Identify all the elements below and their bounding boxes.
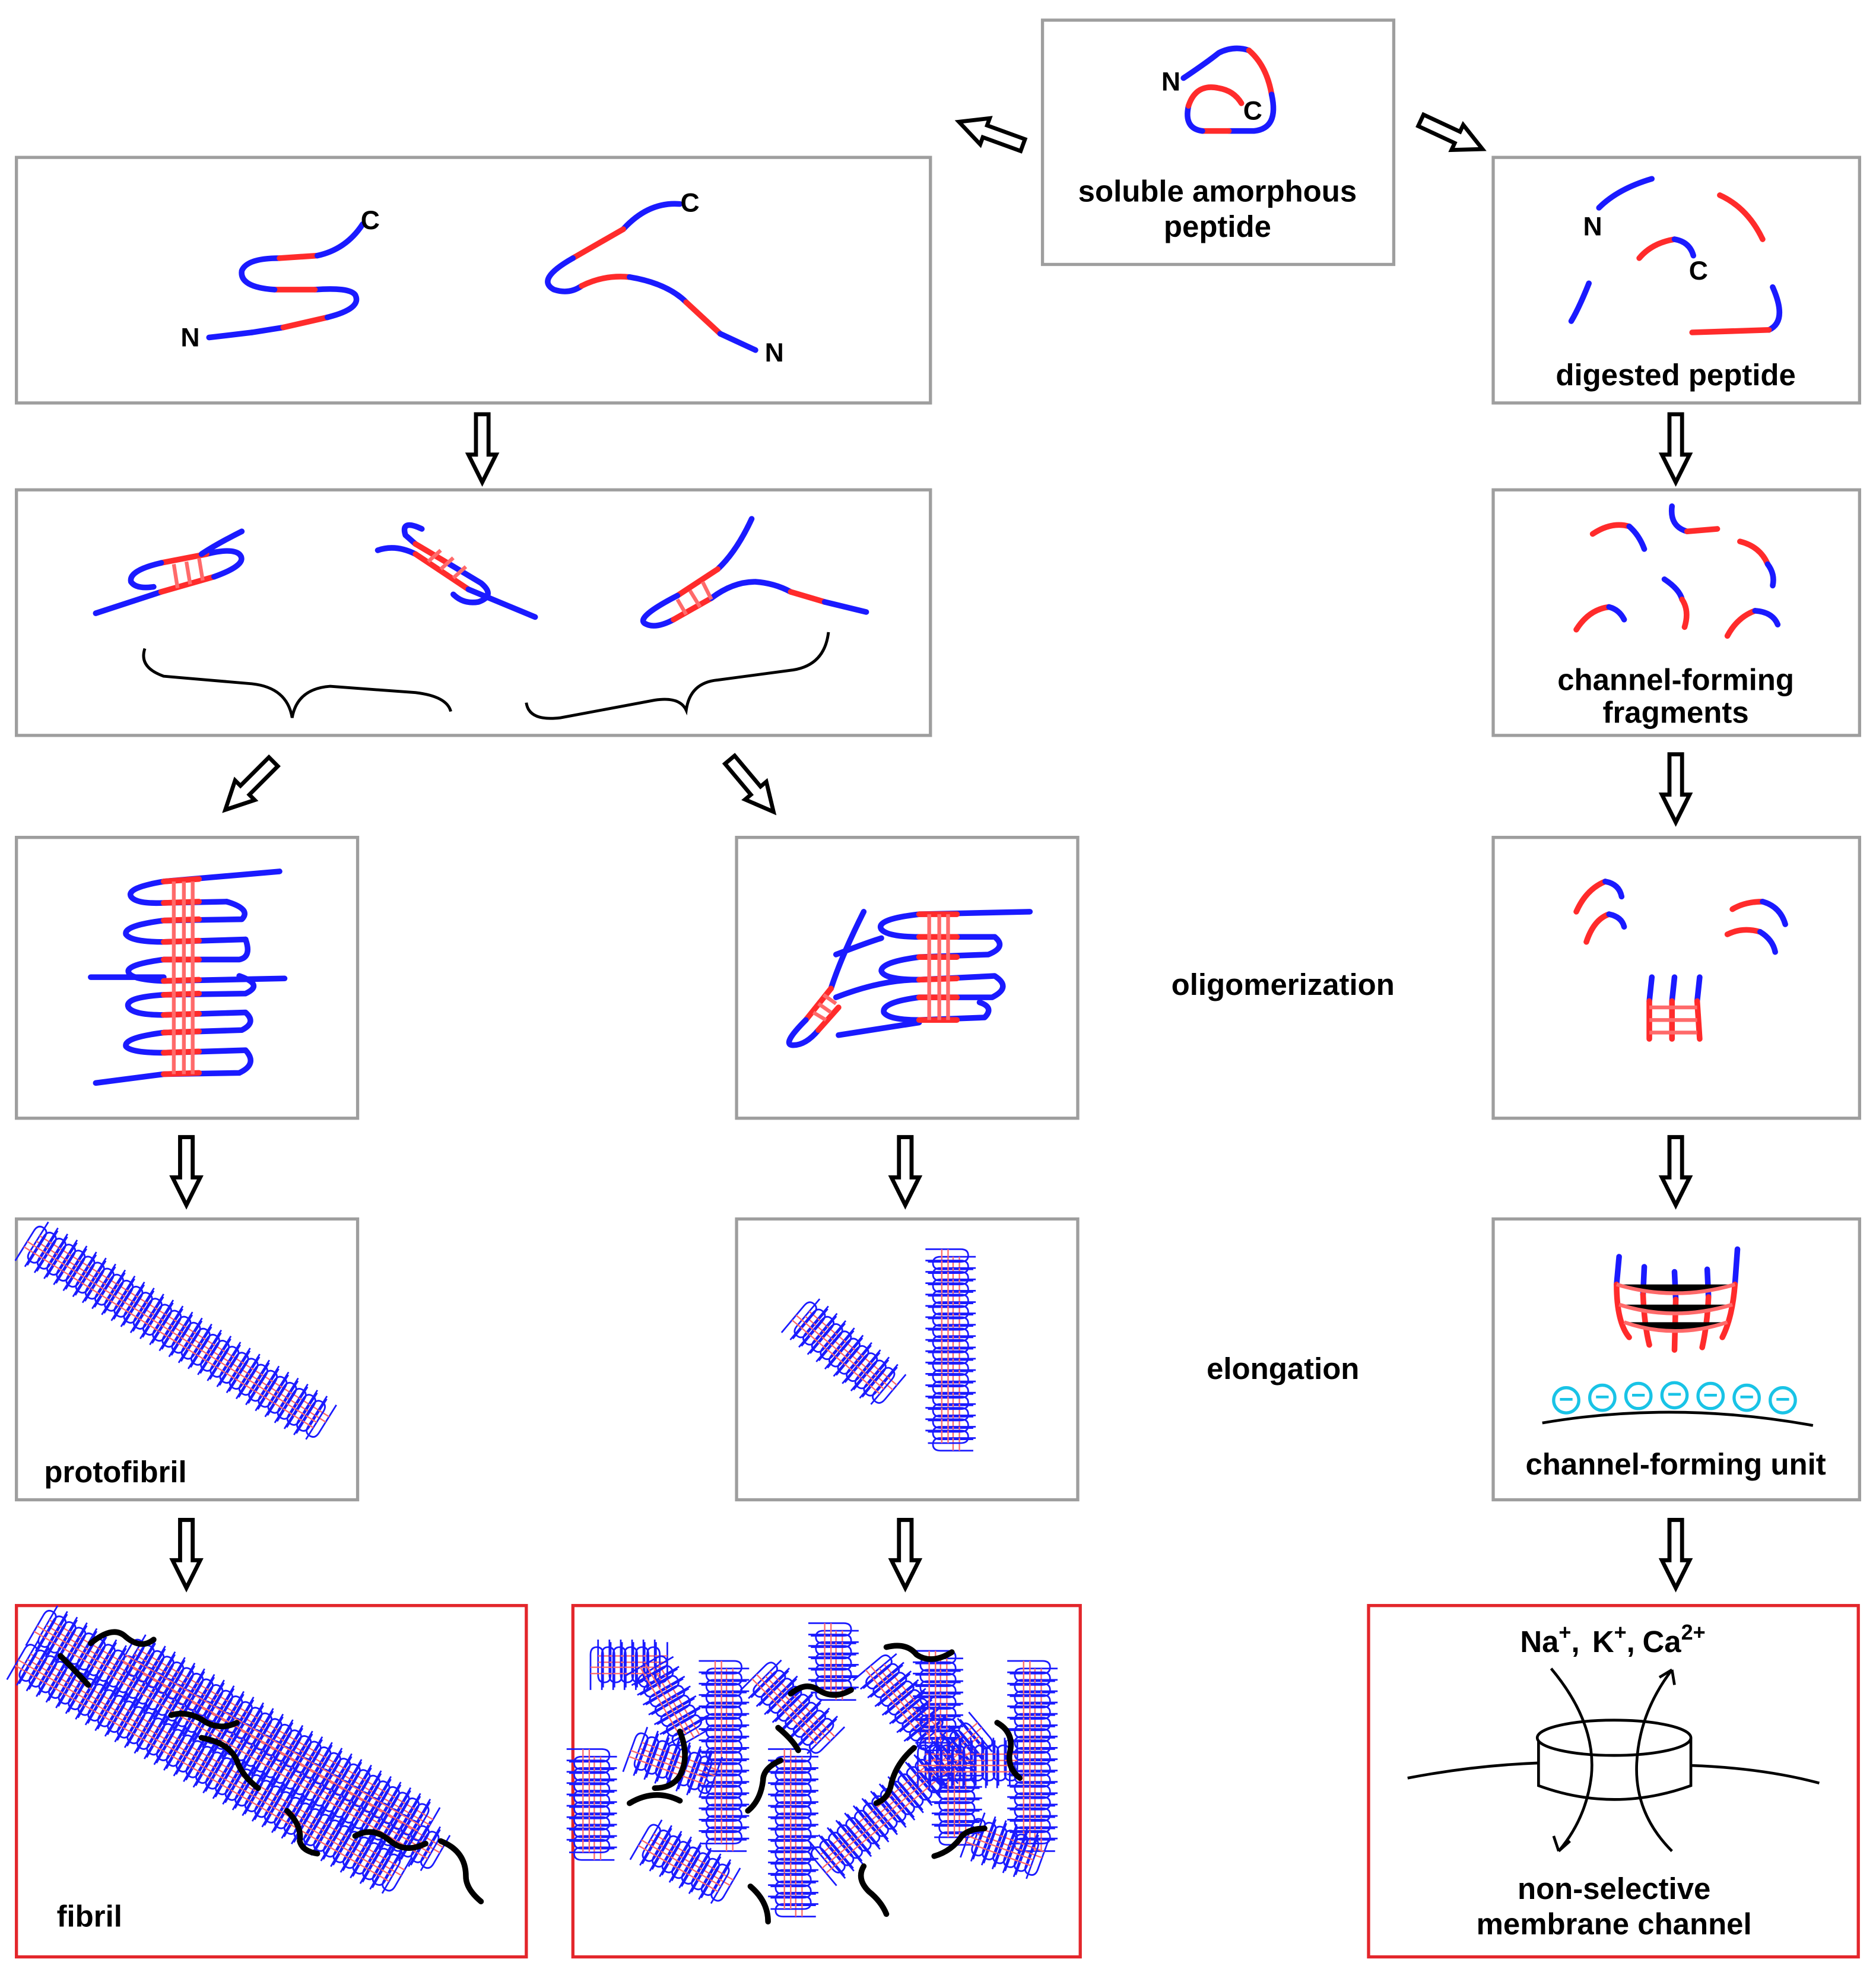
- aggregate-strand: [768, 1749, 818, 1917]
- negative-charge-icon: [1769, 1386, 1797, 1415]
- aggregate-strand: [630, 1816, 742, 1909]
- membrane-channel-diagram: Na+,K+,Ca2+ non-selective membrane chann…: [1407, 1620, 1820, 1941]
- oligomer-middle-diagram: [786, 909, 1033, 1048]
- digested-peptide-box: [1491, 156, 1861, 405]
- folded-peptide-box: [15, 156, 932, 405]
- hairpin-box: [15, 488, 932, 737]
- oligomer-right-diagram: [1573, 879, 1788, 1042]
- flow-arrow-icon: [954, 109, 1028, 158]
- digested-c-label: C: [1689, 256, 1708, 286]
- aggregate-strand: [913, 1651, 963, 1751]
- ion-separator: ,: [1627, 1625, 1635, 1659]
- flow-arrow-icon: [891, 1137, 919, 1206]
- soluble-peptide-label-line1: soluble amorphous: [1078, 174, 1357, 208]
- ion-ca: Ca: [1643, 1625, 1682, 1659]
- flow-arrow-icon: [1662, 414, 1690, 483]
- channel-unit-box: [1491, 1217, 1861, 1502]
- fibril-label: fibril: [57, 1900, 122, 1933]
- folded-left-n-label: N: [180, 323, 199, 352]
- soluble-peptide-diagram: N C soluble amorphous peptide: [1078, 45, 1357, 243]
- fragments-diagram: channel-forming fragments: [1557, 503, 1794, 730]
- oligomer-right-box: [1491, 836, 1861, 1120]
- fragments-box: [1491, 488, 1861, 737]
- flow-arrow-icon: [173, 1137, 201, 1206]
- flow-arrow-icon: [468, 414, 496, 483]
- negative-charge-icon: [1660, 1381, 1689, 1410]
- flow-arrow-icon: [215, 752, 283, 820]
- oligomerization-label: oligomerization: [1172, 968, 1395, 1001]
- elongation-middle-diagram: [782, 1249, 976, 1450]
- ion-na: Na: [1520, 1625, 1559, 1659]
- flow-arrow-icon: [1415, 108, 1488, 162]
- ion-channel-cylinder-icon: [1535, 1719, 1693, 1801]
- hairpin-diagram: [93, 516, 869, 720]
- fibril-box: [15, 1604, 528, 1959]
- flow-arrow-icon: [1662, 754, 1690, 823]
- negative-charge-icon: [1624, 1381, 1653, 1410]
- brace-icon: [142, 648, 452, 718]
- ion-ca-charge: 2+: [1681, 1620, 1706, 1644]
- fibril-diagram: fibril: [7, 1602, 484, 1933]
- protofibril-label: protofibril: [44, 1455, 186, 1489]
- amorphous-aggregate-box: [571, 1604, 1082, 1959]
- channel-unit-diagram: −−−−−−− channel-forming unit: [1525, 1246, 1826, 1481]
- soluble-c-terminus-label: C: [1243, 97, 1262, 126]
- soluble-n-terminus-label: N: [1161, 68, 1180, 97]
- negative-charge-icon: [1696, 1381, 1725, 1410]
- flow-arrow-icon: [891, 1520, 919, 1588]
- folded-peptides-diagram: N C C N: [180, 188, 783, 367]
- folded-right-c-label: C: [681, 188, 700, 217]
- negative-charge-symbol: −: [1595, 1383, 1610, 1410]
- aggregate-strand: [626, 1650, 714, 1752]
- amorphous-aggregate-diagram: [567, 1623, 1058, 1925]
- flow-arrow-icon: [1662, 1520, 1690, 1588]
- soluble-peptide-label-line2: peptide: [1164, 210, 1271, 243]
- channel-label-line2: membrane channel: [1477, 1907, 1752, 1941]
- digested-peptide-diagram: N C digested peptide: [1556, 176, 1796, 392]
- ion-k-charge: +: [1614, 1620, 1627, 1644]
- membrane-channel-box: [1367, 1604, 1860, 1959]
- negative-charge-icon: [1552, 1386, 1580, 1415]
- digested-n-label: N: [1583, 213, 1602, 242]
- fragments-label-line2: fragments: [1603, 696, 1749, 730]
- soluble-peptide-box: [1040, 18, 1396, 267]
- fragments-label-line1: channel-forming: [1557, 662, 1794, 696]
- negative-charge-symbol: −: [1703, 1381, 1718, 1409]
- ion-k: K: [1592, 1625, 1614, 1659]
- negative-charge-symbol: −: [1739, 1383, 1754, 1410]
- channel-ions-label: Na+,K+,Ca2+: [1520, 1620, 1705, 1659]
- negative-charge-symbol: −: [1559, 1386, 1574, 1413]
- folded-left-c-label: C: [361, 206, 380, 235]
- elongation-middle-box: [735, 1217, 1080, 1502]
- aggregate-strand: [1007, 1661, 1058, 1851]
- negative-charge-icon: [1588, 1383, 1617, 1412]
- folded-right-n-label: N: [765, 338, 784, 367]
- negative-charge-icon: [1732, 1383, 1761, 1412]
- ion-na-charge: +: [1558, 1620, 1571, 1644]
- flow-arrow-icon: [173, 1520, 201, 1588]
- brace-icon: [525, 632, 830, 720]
- ion-separator: ,: [1571, 1625, 1579, 1659]
- oligomer-left-box: [15, 836, 360, 1120]
- flow-arrow-icon: [719, 751, 784, 821]
- digested-peptide-label: digested peptide: [1556, 358, 1795, 392]
- channel-label-line1: non-selective: [1518, 1872, 1710, 1906]
- elongation-label: elongation: [1207, 1352, 1359, 1386]
- channel-unit-label: channel-forming unit: [1525, 1447, 1826, 1481]
- panel-boxes: [15, 18, 1861, 1959]
- oligomer-middle-box: [735, 836, 1080, 1120]
- protofibril-diagram: protofibril: [15, 1218, 338, 1489]
- flow-arrow-icon: [1662, 1137, 1690, 1206]
- negative-charge-symbol: −: [1667, 1380, 1682, 1408]
- protofibril-box: [15, 1217, 360, 1502]
- negative-charge-symbol: −: [1631, 1381, 1646, 1409]
- oligomer-left-diagram: [88, 868, 288, 1086]
- negative-charge-symbol: −: [1776, 1386, 1791, 1413]
